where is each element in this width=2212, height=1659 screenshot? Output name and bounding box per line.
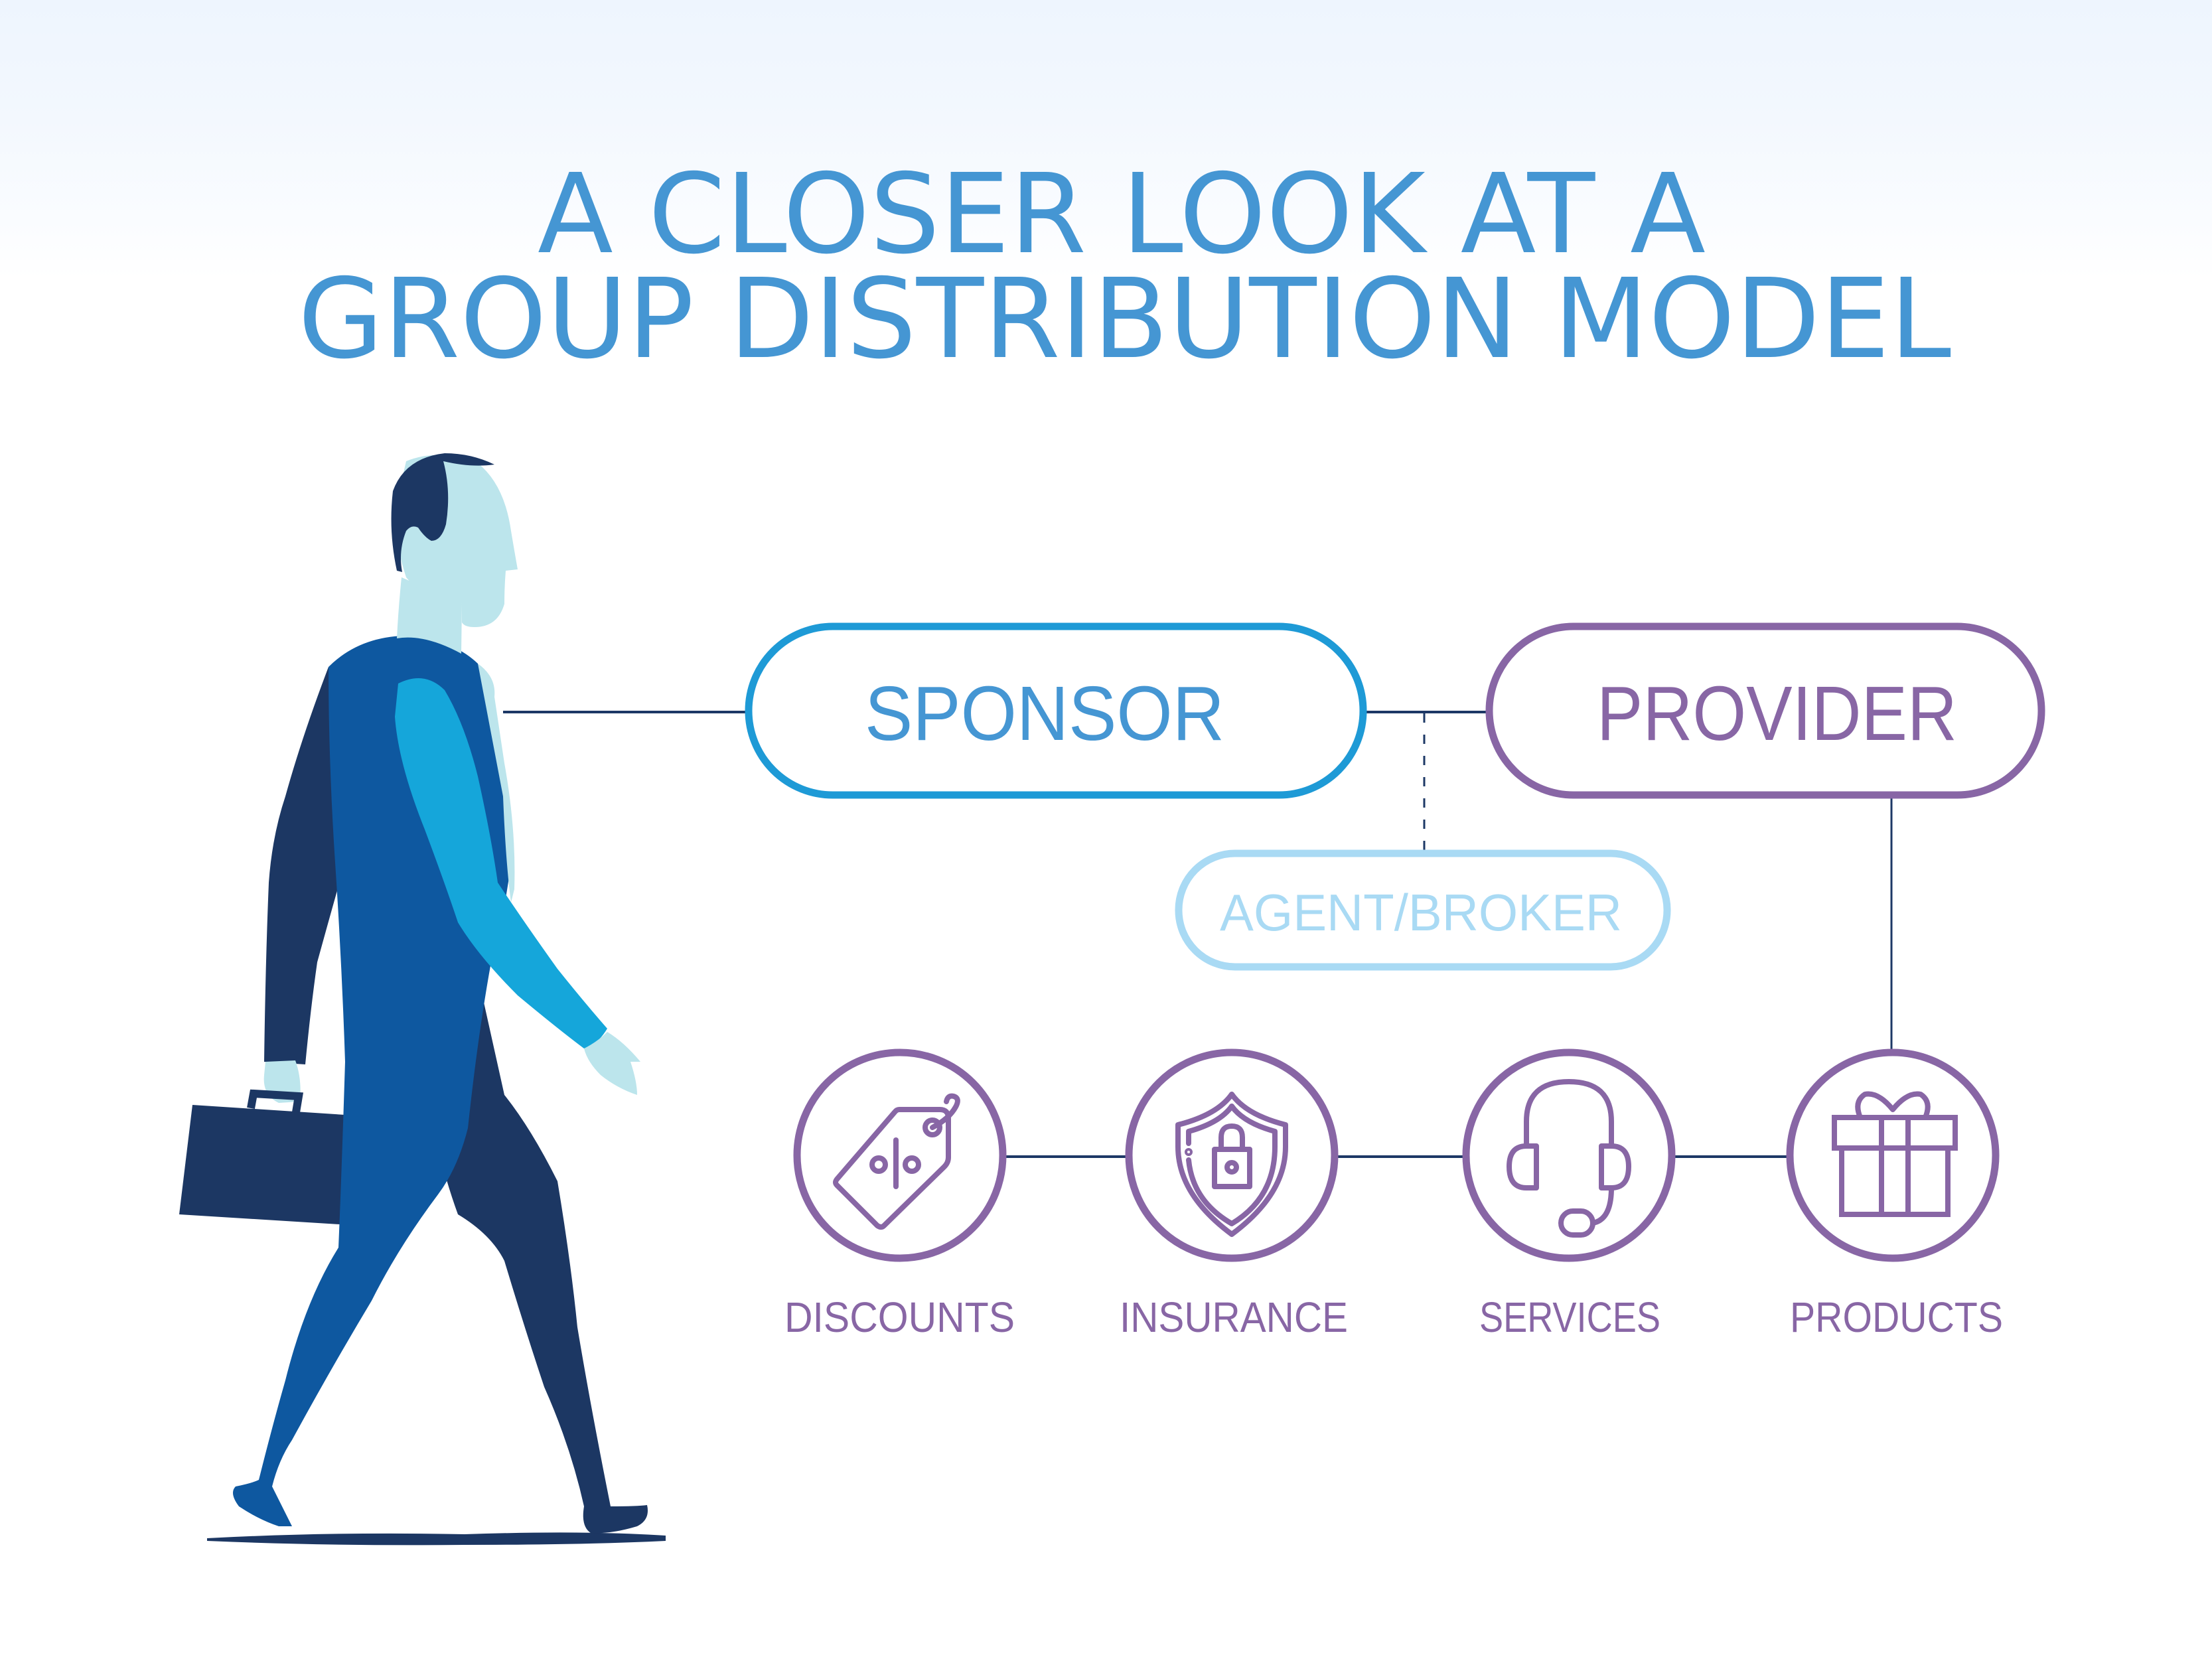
connectors bbox=[503, 711, 1893, 1158]
briefcase bbox=[179, 1105, 345, 1224]
ground-shadow bbox=[207, 1532, 666, 1546]
provider-node[interactable]: PROVIDER bbox=[1485, 622, 2045, 799]
chest bbox=[478, 664, 515, 902]
shield-lock-icon bbox=[1175, 1092, 1288, 1237]
front-hand bbox=[584, 1032, 640, 1095]
title-line-2: GROUP DISTRIBUTION MODEL bbox=[298, 255, 1951, 384]
headset-icon bbox=[1507, 1079, 1631, 1238]
insurance-label: INSURANCE bbox=[1120, 1293, 1348, 1341]
products-label: PRODUCTS bbox=[1790, 1293, 2003, 1341]
sponsor-node[interactable]: SPONSOR bbox=[745, 622, 1367, 799]
category-discounts[interactable]: DISCOUNTS bbox=[784, 1048, 1015, 1341]
page-title: A CLOSER LOOK AT A GROUP DISTRIBUTION MO… bbox=[298, 151, 1951, 384]
agent-broker-node[interactable]: AGENT/BROKER bbox=[1175, 849, 1671, 971]
agent-broker-pill bbox=[1175, 849, 1671, 971]
gift-box-icon bbox=[1832, 1091, 1958, 1217]
sponsor-label: SPONSOR bbox=[865, 670, 1224, 757]
discounts-circle bbox=[793, 1048, 1007, 1262]
provider-label: PROVIDER bbox=[1597, 670, 1957, 757]
category-insurance[interactable]: INSURANCE bbox=[1120, 1048, 1348, 1341]
discount-tag-icon bbox=[833, 1093, 960, 1230]
neck bbox=[397, 577, 462, 654]
back-leg bbox=[425, 929, 648, 1534]
insurance-circle bbox=[1125, 1048, 1339, 1262]
discounts-label: DISCOUNTS bbox=[784, 1293, 1015, 1341]
hair bbox=[391, 453, 494, 572]
services-label: SERVICES bbox=[1479, 1293, 1660, 1341]
sponsor-pill bbox=[745, 622, 1367, 799]
businessman-illustration bbox=[179, 453, 666, 1546]
products-circle bbox=[1786, 1048, 2000, 1262]
provider-pill bbox=[1485, 622, 2045, 799]
category-products[interactable]: PRODUCTS bbox=[1786, 1048, 2003, 1341]
title-line-1: A CLOSER LOOK AT A bbox=[538, 151, 1706, 279]
category-services[interactable]: SERVICES bbox=[1462, 1048, 1676, 1341]
agent-broker-label: AGENT/BROKER bbox=[1220, 883, 1622, 942]
services-circle bbox=[1462, 1048, 1676, 1262]
front-arm bbox=[395, 678, 607, 1048]
briefcase-handle bbox=[247, 1089, 304, 1113]
